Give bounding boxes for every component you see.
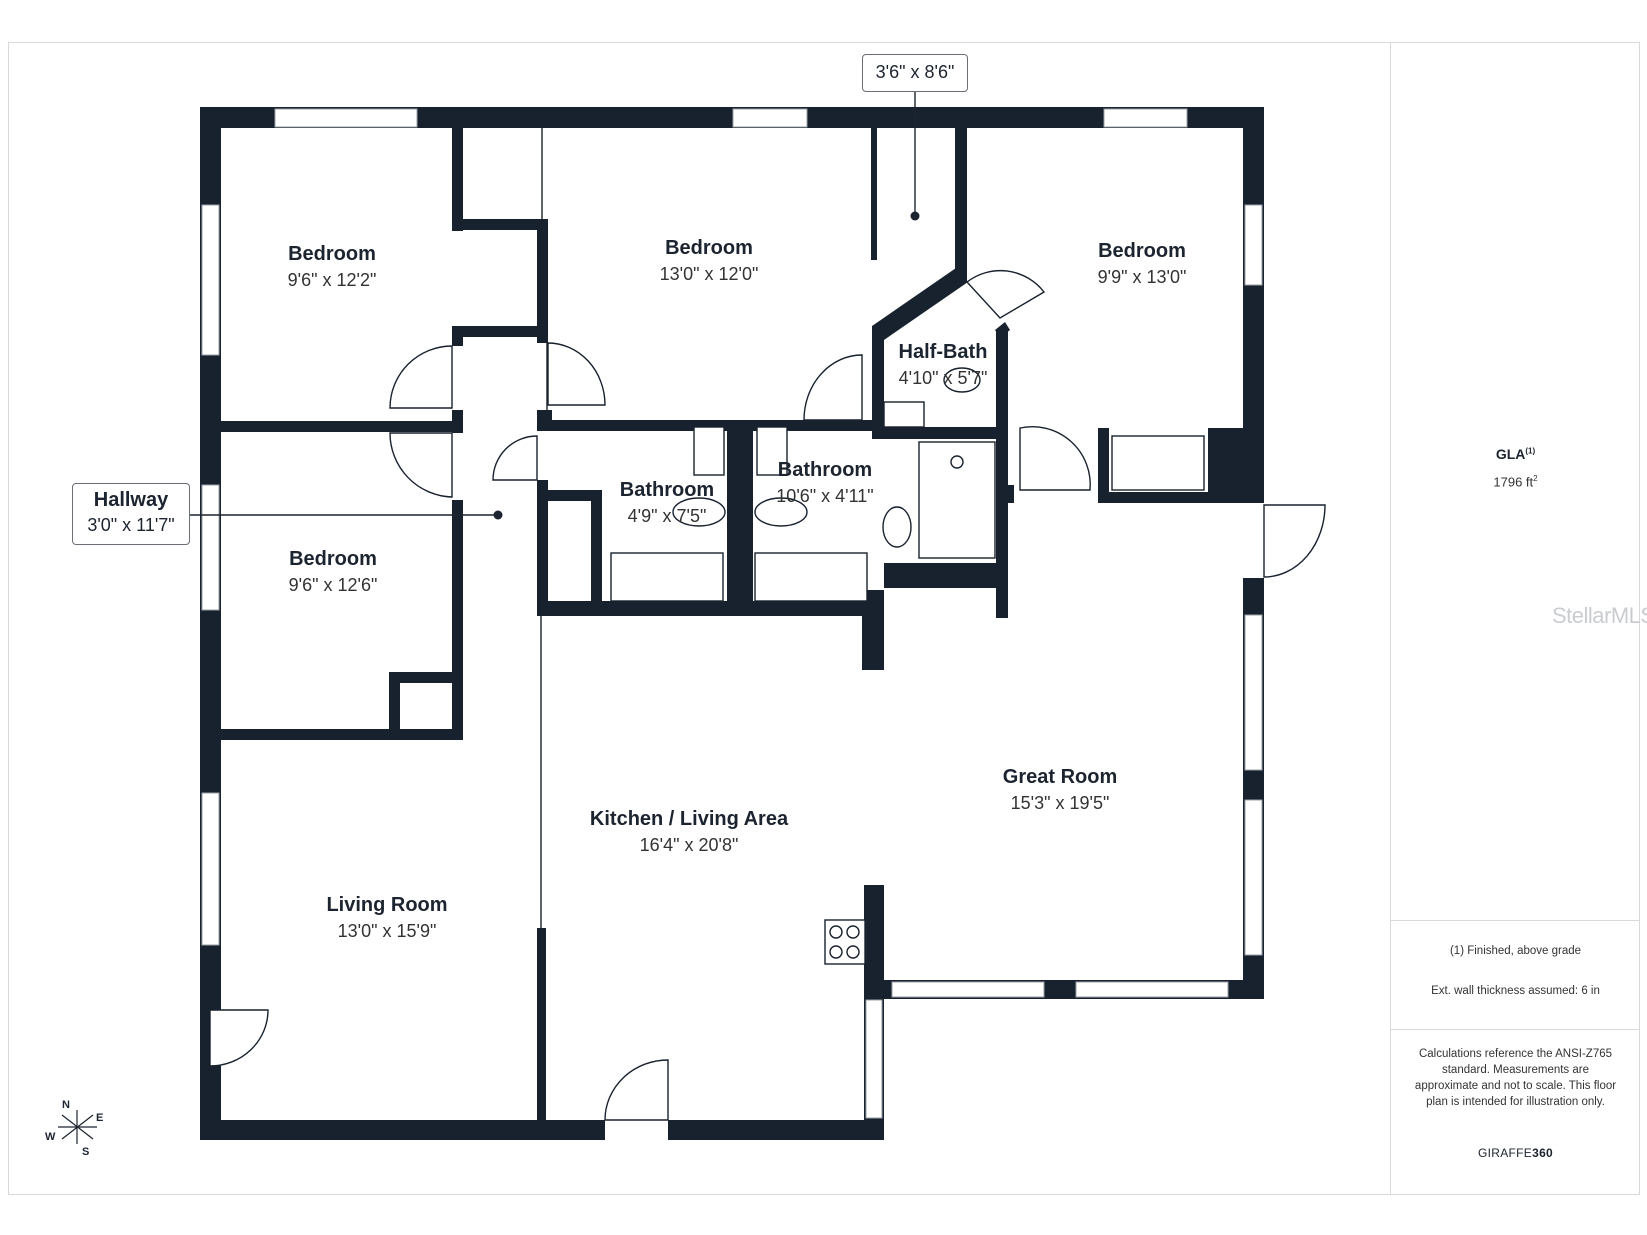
room-name-bedroom-w: Bedroom bbox=[289, 548, 377, 570]
room-dims-kitchen: 16'4" x 20'8" bbox=[640, 835, 739, 855]
callout-leaders bbox=[190, 92, 920, 520]
room-dims-bathroom-small: 4'9" x 7'5" bbox=[628, 506, 707, 526]
hallway-callout: Hallway 3'0" x 11'7" bbox=[72, 483, 190, 545]
room-dims-living-room: 13'0" x 15'9" bbox=[338, 921, 437, 941]
gla-value-text: 1796 ft bbox=[1493, 474, 1534, 490]
compass-n: N bbox=[62, 1099, 70, 1111]
interior-walls bbox=[221, 128, 1263, 1120]
room-name-bathroom-small: Bathroom bbox=[620, 479, 714, 501]
brand-text-b: 360 bbox=[1532, 1146, 1554, 1160]
note-wall-thickness: Ext. wall thickness assumed: 6 in bbox=[1431, 985, 1600, 997]
room-name-bedroom-n: Bedroom bbox=[665, 237, 753, 259]
compass-s: S bbox=[82, 1146, 89, 1158]
room-name-great-room: Great Room bbox=[1003, 766, 1117, 788]
brand-logo: GIRAFFE360 bbox=[1391, 1146, 1640, 1160]
sidebar-notes: (1) Finished, above grade Ext. wall thic… bbox=[1391, 920, 1640, 1030]
room-dims-bedroom-n: 13'0" x 12'0" bbox=[660, 264, 759, 284]
watermark: StellarMLS bbox=[1552, 603, 1647, 628]
compass-e: E bbox=[96, 1112, 103, 1124]
compass-icon: N E W S bbox=[45, 1099, 103, 1158]
note-finished: (1) Finished, above grade bbox=[1449, 945, 1582, 957]
closet-dimension-callout: 3'6" x 8'6" bbox=[862, 54, 968, 92]
room-name-living-room: Living Room bbox=[326, 894, 447, 916]
windows bbox=[201, 108, 1263, 1119]
closet-callout-dims: 3'6" x 8'6" bbox=[875, 62, 955, 82]
room-name-bedroom-nw: Bedroom bbox=[288, 243, 376, 265]
room-name-half-bath: Half-Bath bbox=[899, 341, 988, 363]
room-name-bedroom-ne: Bedroom bbox=[1098, 240, 1186, 262]
gla-unit-sup: 2 bbox=[1533, 474, 1538, 483]
room-dims-bedroom-nw: 9'6" x 12'2" bbox=[288, 270, 377, 290]
hallway-callout-name: Hallway bbox=[93, 489, 169, 511]
compass-w: W bbox=[45, 1131, 56, 1143]
gla-label: GLA(1) bbox=[1391, 446, 1640, 462]
room-dims-half-bath: 4'10" x 5'7" bbox=[899, 368, 988, 388]
doors bbox=[209, 128, 1326, 1121]
gla-value: 1796 ft2 bbox=[1391, 474, 1640, 489]
room-dims-great-room: 15'3" x 19'5" bbox=[1011, 793, 1110, 813]
sidebar-panel: GLA(1) 1796 ft2 (1) Finished, above grad… bbox=[1390, 42, 1640, 1195]
hallway-callout-dims: 3'0" x 11'7" bbox=[87, 515, 175, 535]
room-dims-bedroom-ne: 9'9" x 13'0" bbox=[1098, 267, 1187, 287]
room-name-bathroom-large: Bathroom bbox=[778, 459, 872, 481]
room-dims-bathroom-large: 10'6" x 4'11" bbox=[776, 486, 873, 506]
room-labels: Bedroom 9'6" x 12'2" Bedroom 13'0" x 12'… bbox=[288, 237, 1187, 941]
gla-footnote-marker: (1) bbox=[1525, 446, 1536, 456]
brand-text-a: GIRAFFE bbox=[1477, 1146, 1533, 1160]
room-dims-bedroom-w: 9'6" x 12'6" bbox=[289, 575, 378, 595]
fixtures bbox=[610, 367, 1205, 965]
plan-frame bbox=[8, 42, 1640, 1195]
room-name-kitchen: Kitchen / Living Area bbox=[590, 808, 789, 830]
gla-label-text: GLA bbox=[1495, 446, 1526, 462]
disclaimer-text: Calculations reference the ANSI-Z765 sta… bbox=[1414, 1048, 1617, 1108]
